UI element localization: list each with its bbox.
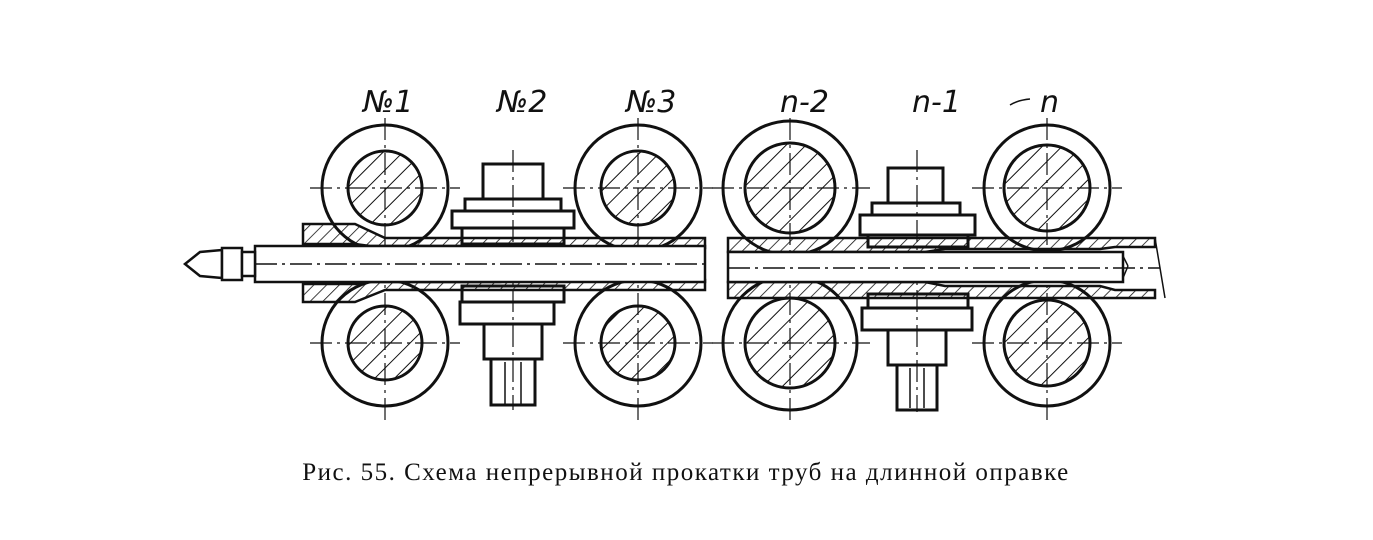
stand-label-n-1: n-1 (912, 85, 961, 120)
stand-n-2-rolls (712, 118, 870, 420)
stand-label-n-2: n-2 (780, 85, 829, 120)
stand-label-3: №3 (624, 85, 676, 120)
tube-left-section (182, 222, 707, 304)
tick-mark (1009, 98, 1031, 106)
figure-caption: Рис. 55. Схема непрерывной прокатки труб… (302, 459, 1070, 486)
stand-n-rolls (972, 118, 1122, 420)
tube-right-section (726, 236, 1166, 300)
stand-label-1: №1 (361, 85, 413, 120)
stand-label-2: №2 (495, 85, 547, 120)
stand-label-n: n (1040, 85, 1059, 120)
